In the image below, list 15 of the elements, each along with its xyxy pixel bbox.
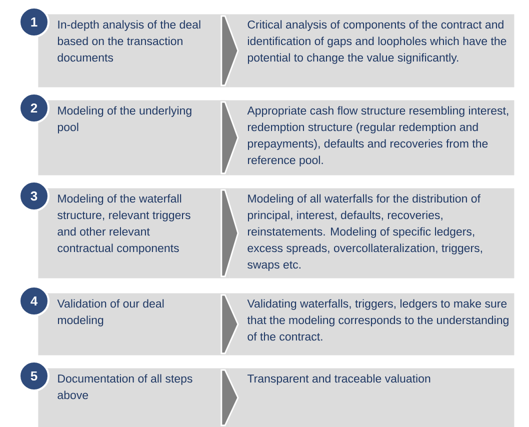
description-box: Transparent and traceable valuation: [229, 368, 514, 427]
description-box: Modeling of all waterfalls for the distribution of principal, interest, defaults, recoveries, reinstatements. Modeling of specific ledgers, excess spreads, overcollateralization, triggers, swaps etc.: [229, 188, 514, 278]
step-box: Modeling of the waterfall structure, relevant triggers and other relevant contractual components: [38, 188, 230, 278]
step-box: Modeling of the underlying pool: [38, 100, 230, 176]
chevron-arrow: [220, 101, 239, 174]
step-box: Validation of our deal modeling: [38, 293, 230, 356]
chevron-arrow: [220, 15, 239, 86]
step-box: Documentation of all steps above: [38, 368, 230, 427]
chevron-arrow: [220, 189, 239, 278]
description-box: Validating waterfalls, triggers, ledgers to make sure that the modeling corresponds to the understanding of the contract.: [229, 293, 514, 356]
description-box: Critical analysis of components of the contract and identification of gaps and loopholes which have the potential to change the value significantly.: [229, 14, 514, 88]
chevron-arrow: [220, 294, 239, 354]
step-box: In-depth analysis of the deal based on the transaction documents: [38, 14, 230, 88]
chevron-arrow: [220, 369, 239, 426]
description-box: Appropriate cash flow structure resembling interest, redemption structure (regular redemption and prepayments), defaults and recoveries from the reference pool.: [229, 100, 514, 176]
